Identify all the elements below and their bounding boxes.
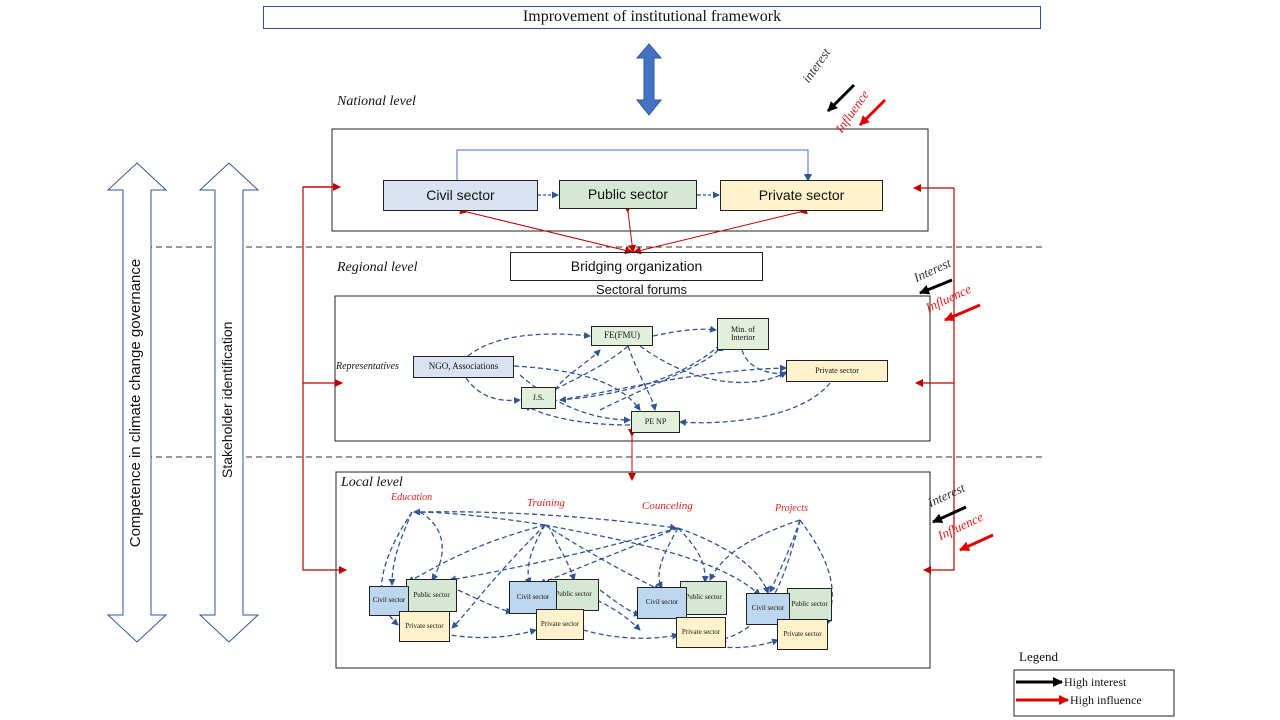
left-feedback-bracket: [302, 186, 347, 574]
activity-counceling: Counceling: [642, 500, 693, 512]
local-cluster2-private: Private sector: [536, 609, 584, 640]
activity-projects: Projects: [775, 503, 808, 514]
right-feedback-bracket: [923, 188, 955, 574]
private-bridge-link: [633, 206, 808, 255]
activity-education: Education: [391, 492, 433, 503]
sectoral-forums-label: Sectoral forums: [596, 282, 688, 297]
civil-private-link: [453, 149, 812, 188]
national-private-sector: Private sector: [720, 180, 883, 211]
national-level-label: National level: [337, 94, 416, 109]
regional-influence-arrow: [944, 303, 981, 322]
legend-high-interest: High interest: [1064, 675, 1127, 689]
competence-label: Competence in climate change governance: [127, 258, 144, 548]
local-influence-arrow: [959, 533, 994, 552]
local-cluster4-public: Public sector: [787, 588, 832, 621]
stakeholder-double-arrow: [198, 162, 260, 643]
national-interest-arrow: [826, 83, 856, 113]
activity-training: Training: [527, 497, 565, 509]
local-cluster3-civil: Civil sector: [637, 587, 687, 619]
competence-double-arrow: [106, 162, 168, 643]
regional-interest-arrow: [919, 278, 953, 295]
regional-level-label: Regional level: [337, 260, 418, 275]
regional-network: [465, 325, 831, 426]
legend-title: Legend: [1019, 649, 1058, 664]
representatives-label: Representatives: [336, 361, 399, 372]
civil-bridge-link: [459, 206, 633, 255]
local-cluster1-private: Private sector: [399, 611, 450, 642]
node-pe-np: PE NP: [631, 411, 680, 433]
institutional-double-arrow: [635, 43, 663, 116]
national-influence-arrow: [858, 98, 887, 127]
node-js: J.S.: [521, 387, 556, 409]
stakeholder-label: Stakeholder identification: [219, 321, 235, 478]
title-box: Improvement of institutional framework: [263, 6, 1041, 29]
local-interest-arrow: [932, 505, 967, 524]
node-fe-fmu: FE(FMU): [591, 326, 653, 346]
local-cluster1-public: Public sector: [406, 579, 457, 612]
local-cluster4-private: Private sector: [777, 619, 828, 650]
local-level-label: Local level: [341, 475, 403, 490]
node-ngo-associations: NGO, Associations: [413, 356, 514, 378]
page-title: Improvement of institutional framework: [522, 8, 782, 26]
node-private-sector: Private sector: [786, 360, 888, 382]
legend-box: [1013, 669, 1175, 717]
public-bridge-link: [623, 204, 637, 253]
national-civil-sector: Civil sector: [383, 180, 538, 211]
legend-high-influence: High influence: [1070, 693, 1142, 707]
local-cluster3-public: Public sector: [680, 581, 727, 615]
local-cluster2-civil: Civil sector: [509, 581, 557, 614]
bridging-organization: Bridging organization: [510, 252, 763, 281]
local-cluster3-private: Private sector: [676, 617, 726, 648]
node-min-interior: Min. of Interior: [717, 318, 769, 350]
national-public-sector: Public sector: [559, 180, 697, 209]
